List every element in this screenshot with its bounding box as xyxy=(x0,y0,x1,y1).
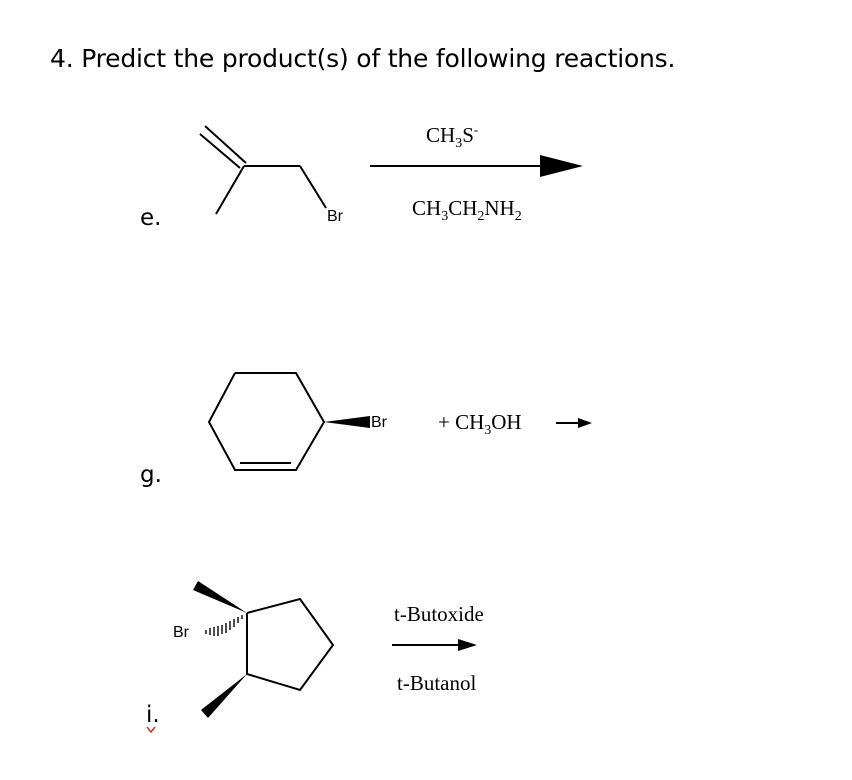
part-label-e: e. xyxy=(140,205,162,231)
g-ring xyxy=(207,372,326,471)
i-hashed-bond xyxy=(205,615,243,636)
part-label-i: i. xyxy=(146,702,160,728)
e-reagent-above: CH3S- xyxy=(426,122,479,152)
e-arrow-head xyxy=(540,155,583,177)
i-reagent-below: t-Butanol xyxy=(397,671,477,695)
e-double-bond-1 xyxy=(204,125,247,164)
part-label-g: g. xyxy=(140,462,162,488)
spellcheck-mark xyxy=(146,726,156,734)
g-arrow-head xyxy=(578,418,592,428)
g-reagent: + CH3OH xyxy=(438,410,522,439)
i-ring xyxy=(246,597,335,692)
i-wedge-methyl-top xyxy=(193,581,247,613)
e-bromine-label: Br xyxy=(327,208,343,225)
e-reagent-below: CH3CH2NH2 xyxy=(412,196,522,225)
question-heading: 4. Predict the product(s) of the followi… xyxy=(50,44,676,73)
g-bromine-label: Br xyxy=(371,414,387,431)
i-arrow-head xyxy=(458,639,477,651)
g-wedge-bond xyxy=(324,416,370,428)
i-reagent-above: t-Butoxide xyxy=(394,602,484,626)
e-double-bond-2 xyxy=(199,133,241,169)
i-wedge-methyl-bottom xyxy=(201,674,247,718)
i-bromine-label: Br xyxy=(173,624,189,641)
e-bond-methyl xyxy=(215,165,245,215)
e-bond-br xyxy=(299,165,327,209)
